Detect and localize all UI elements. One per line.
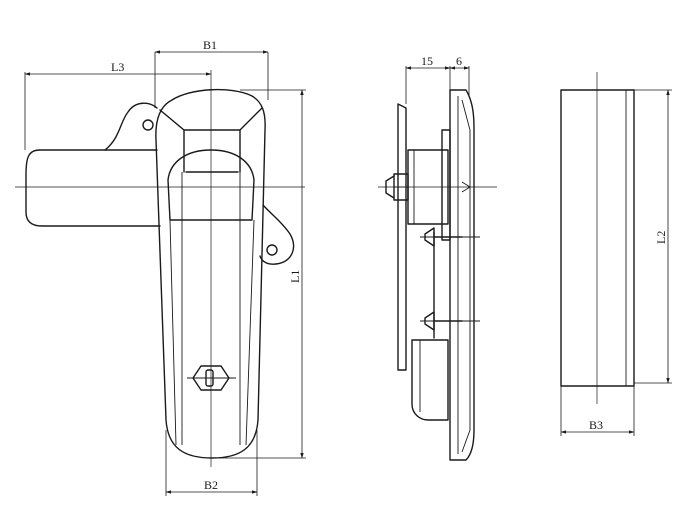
side-view: 15 6 (378, 54, 497, 461)
mounting-ear-bottom (259, 204, 295, 265)
mounting-hole-bottom (266, 244, 278, 256)
lever-recess (167, 149, 255, 221)
rear-view: L2 B3 (560, 72, 672, 436)
lever-body (155, 88, 266, 459)
mounting-hole-top (142, 119, 154, 131)
latch-arm (25, 149, 161, 227)
front-plate-inner (457, 96, 471, 454)
grip-inner-outline (169, 219, 255, 446)
cylinder-flange (441, 129, 451, 241)
rear-body (560, 89, 635, 387)
front-plate (449, 89, 475, 461)
mounting-ear-top (104, 102, 158, 151)
b1-label: B1 (203, 38, 217, 52)
dim15-label: 15 (421, 54, 433, 68)
b3-label: B3 (589, 418, 603, 432)
lever-head-facet (159, 107, 263, 131)
plate-facet (461, 181, 471, 193)
lower-latch-block (411, 339, 449, 421)
l3-label: L3 (111, 60, 124, 74)
l1-label: L1 (288, 270, 302, 283)
spindle-nut (385, 175, 395, 199)
mounting-plate (397, 103, 407, 371)
front-view: B1 L3 L1 B2 (15, 38, 306, 496)
dim6-label: 6 (456, 54, 462, 68)
b2-label: B2 (204, 478, 218, 492)
l2-label: L2 (654, 231, 668, 244)
